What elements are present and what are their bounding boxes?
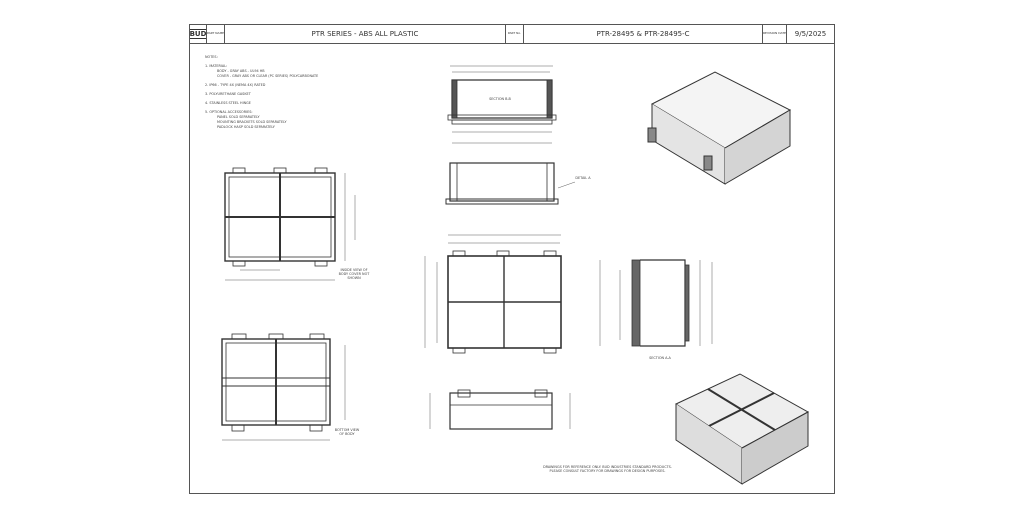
note-1: 1. MATERIAL:: [205, 64, 228, 68]
title-block: BUD PART NAME PTR SERIES - ABS ALL PLAST…: [190, 25, 834, 44]
bottom-view-label: BOTTOM VIEW OF BODY: [334, 428, 360, 436]
bottom-view-body: [221, 333, 346, 441]
part-no-label: PART No.: [506, 25, 524, 43]
footer-note: DRAWINGS FOR REFERENCE ONLY. BUD INDUSTR…: [543, 465, 672, 473]
isometric-view-closed: [647, 71, 792, 185]
note-5-sub: PADLOCK HASP SOLD SEPARATELY: [217, 125, 275, 129]
inside-view-body: [224, 167, 356, 281]
detail-a-label: DETAIL A: [575, 176, 591, 180]
revision-date-label: REVISION DATE: [763, 25, 787, 43]
note-5-sub: MOUNTING BRACKETS SOLD SEPARATELY: [217, 120, 287, 124]
side-view: [445, 162, 576, 205]
note-2: 2. IP66 - TYPE 4X (NEMA 4X) RATED: [205, 83, 266, 87]
note-4: 4. STAINLESS STEEL HINGE: [205, 101, 251, 105]
front-view: [429, 389, 571, 430]
notes-heading: NOTES:: [205, 55, 218, 59]
section-bb-label: SECTION B-B: [489, 97, 511, 101]
logo-cell: BUD: [190, 25, 207, 43]
section-aa-view: [599, 259, 713, 347]
revision-date: 9/5/2025: [794, 30, 827, 38]
note-1-sub: COVER - GRAY ABS OR CLEAR (PC SERIES) PO…: [217, 74, 319, 78]
cover-top-view: [424, 234, 562, 354]
note-3: 3. POLYURETHANE GASKET: [205, 92, 251, 96]
section-aa-label: SECTION A-A: [649, 356, 671, 360]
notes: NOTES: 1. MATERIAL: BODY - GRAY ABS - UL…: [205, 55, 318, 130]
inside-view-label: INSIDE VIEW OF BODY COVER NOT SHOWN: [338, 268, 370, 280]
note-5-sub: PANEL SOLD SEPARATELY: [217, 115, 260, 119]
part-name-label: PART NAME: [207, 25, 225, 43]
drawing-sheet: BUD PART NAME PTR SERIES - ABS ALL PLAST…: [189, 24, 835, 494]
bud-logo: BUD: [190, 29, 206, 39]
note-1-sub: BODY - GRAY ABS - UL94 HB: [217, 69, 265, 73]
isometric-view-bottom: [674, 373, 810, 485]
section-bb-view: [447, 65, 557, 144]
part-name: PTR SERIES - ABS ALL PLASTIC: [225, 25, 506, 43]
part-no: PTR-28495 & PTR-28495-C: [524, 25, 763, 43]
note-5: 5. OPTIONAL ACCESSORIES:: [205, 110, 253, 114]
